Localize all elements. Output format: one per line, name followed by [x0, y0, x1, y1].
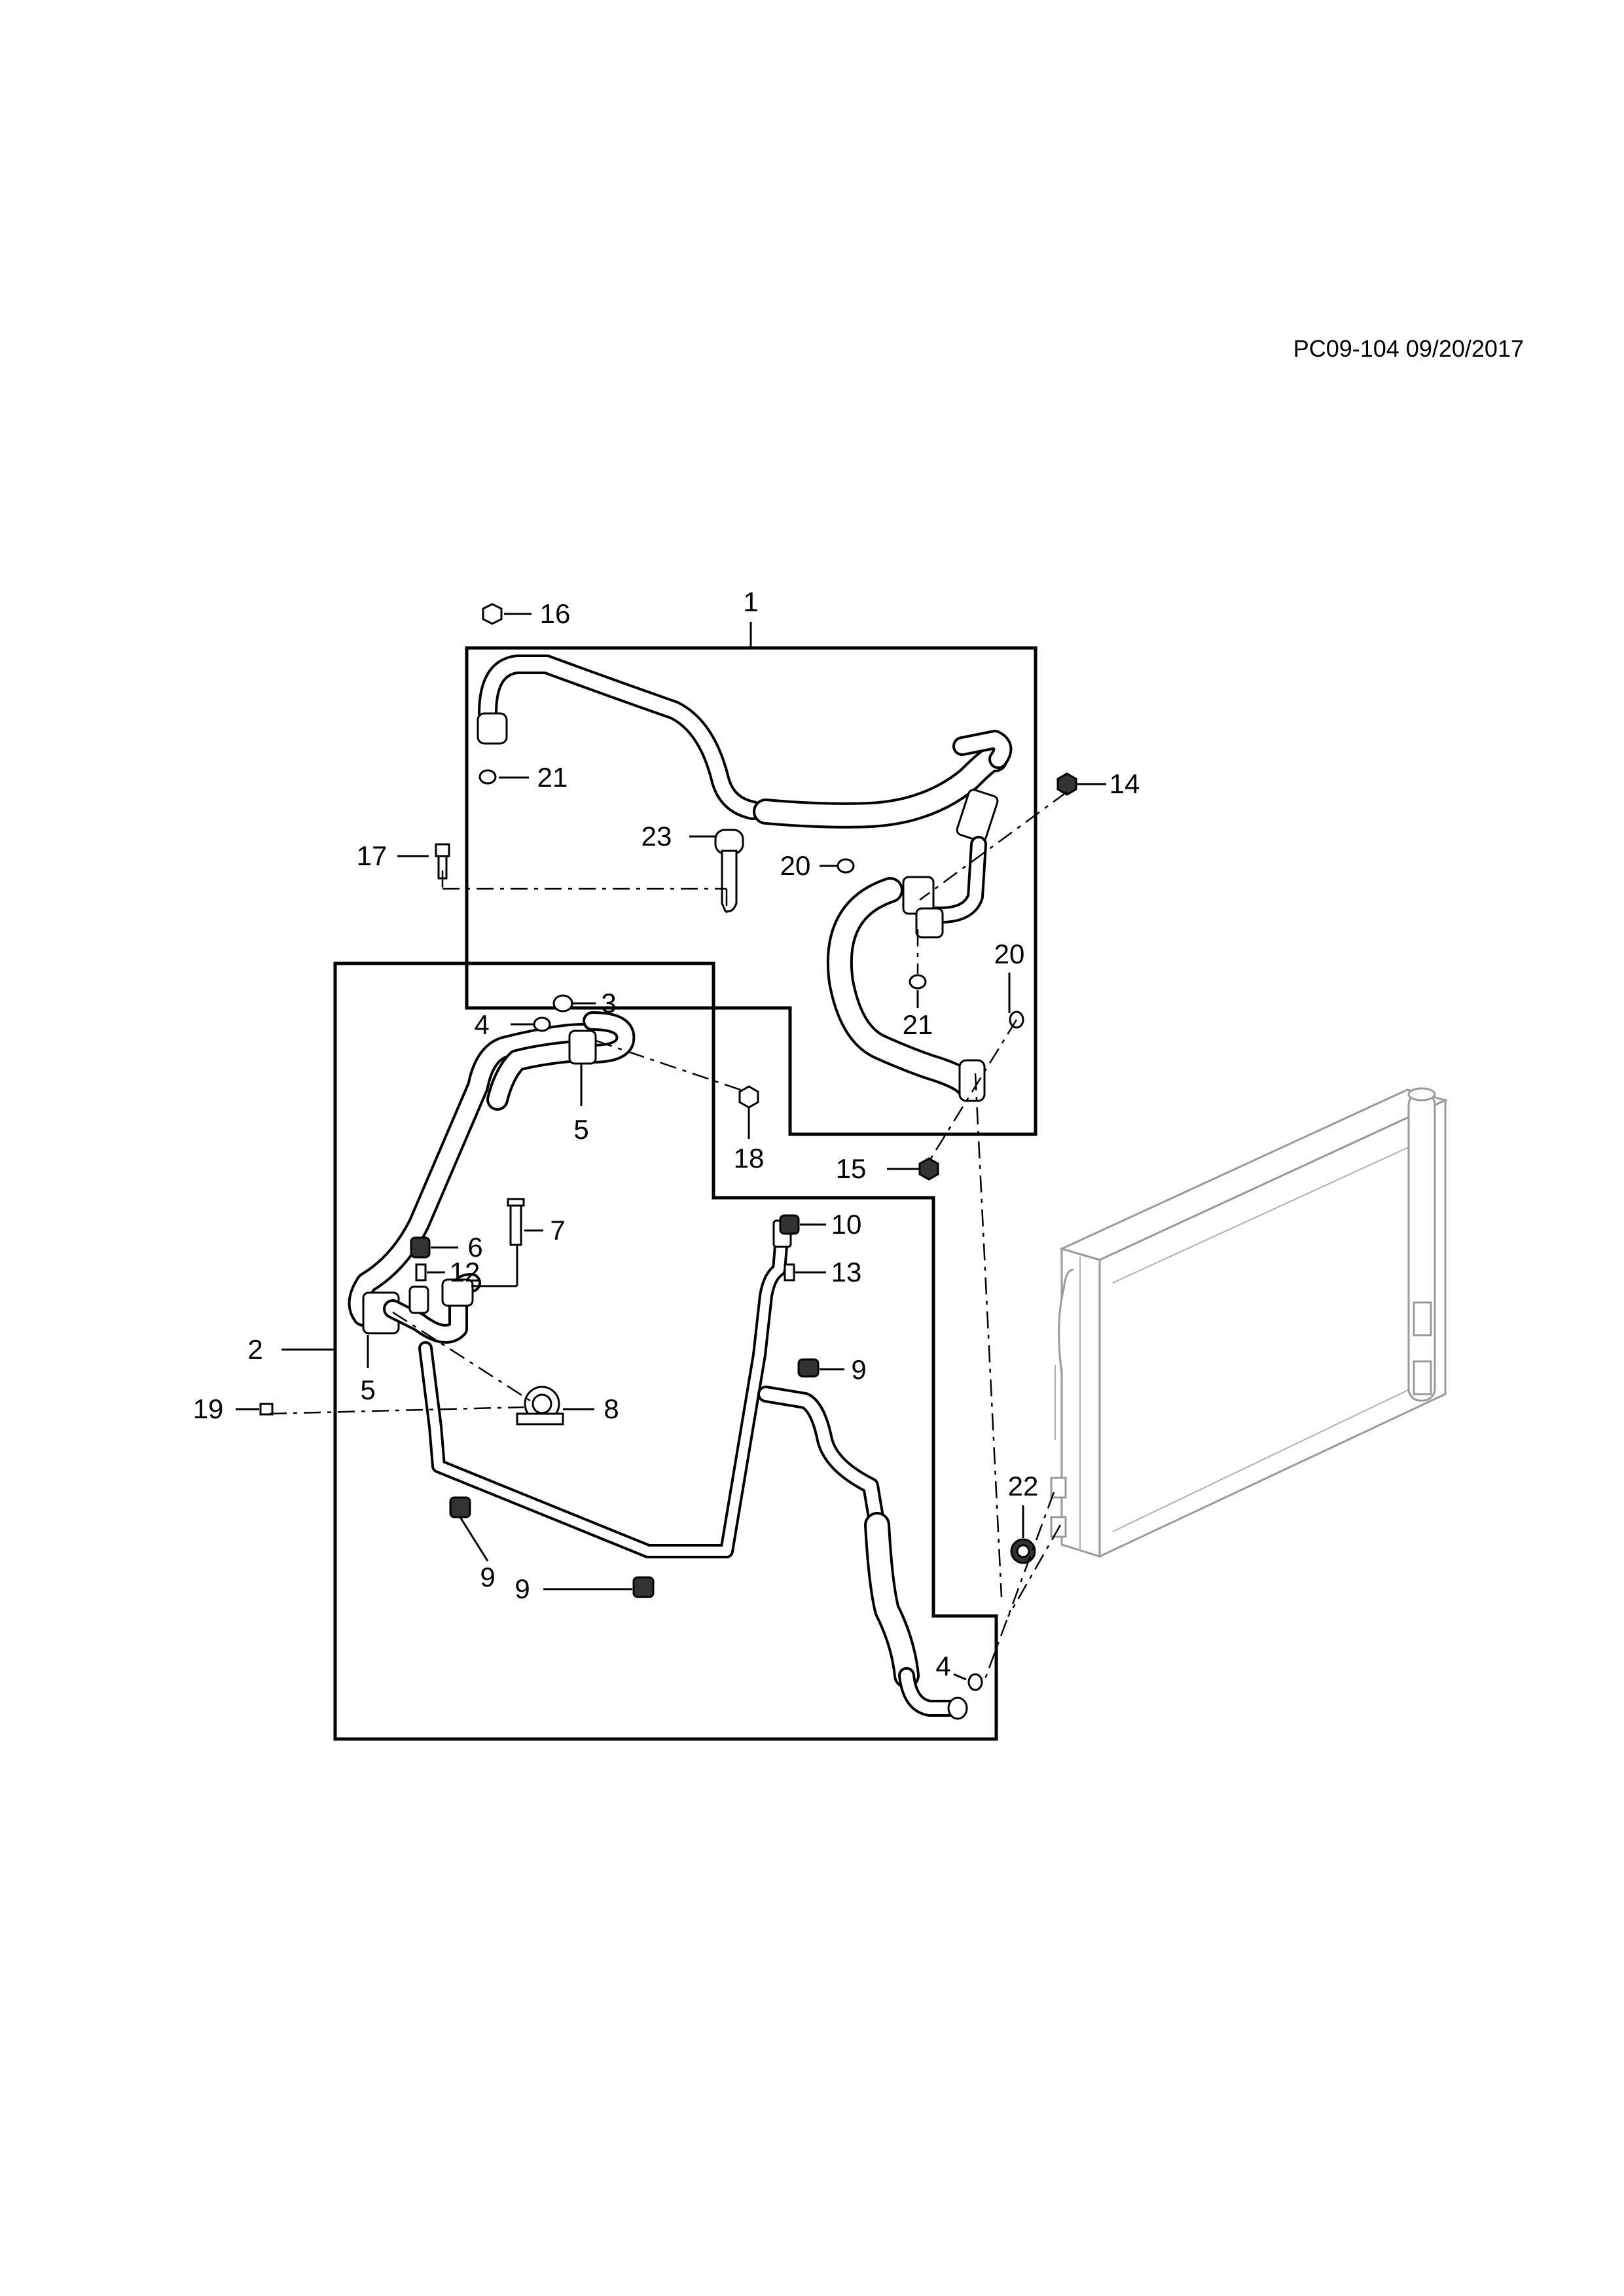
nut-15 — [918, 1157, 939, 1181]
callout-20-upper: 20 — [780, 850, 811, 881]
callout-5-upper: 5 — [573, 1114, 588, 1145]
callout-8: 8 — [604, 1393, 619, 1424]
group-1-frame — [465, 646, 1038, 1136]
callout-13: 13 — [831, 1257, 862, 1287]
callout-9-left: 9 — [480, 1562, 495, 1592]
callout-7: 7 — [550, 1215, 565, 1246]
clip-9-bottom — [632, 1576, 655, 1598]
callout-18: 18 — [734, 1143, 765, 1174]
callout-4-lower: 4 — [935, 1651, 950, 1681]
callout-14: 14 — [1110, 768, 1140, 799]
callout-15: 15 — [836, 1153, 867, 1184]
callout-16: 16 — [540, 598, 571, 629]
callout-17: 17 — [357, 840, 388, 871]
document-id-label: PC09-104 09/20/2017 — [1293, 335, 1524, 362]
condenser — [1050, 1087, 1449, 1558]
leader-lines — [236, 613, 1106, 1681]
bracket-23 — [714, 829, 744, 912]
callout-21-lower: 21 — [903, 1009, 933, 1040]
clip-9-right — [797, 1358, 820, 1378]
suction-line-assembly — [477, 655, 1013, 924]
seal-4-lower — [967, 1673, 983, 1691]
callout-1: 1 — [743, 586, 758, 617]
callout-6: 6 — [467, 1232, 482, 1263]
callout-12: 12 — [450, 1257, 480, 1287]
callout-4-upper: 4 — [474, 1009, 489, 1040]
valve-core-12 — [415, 1263, 427, 1282]
callout-21-upper: 21 — [537, 762, 568, 793]
nut-19 — [259, 1403, 274, 1416]
seal-3 — [552, 994, 573, 1013]
seal-20-upper — [837, 858, 855, 874]
nut-14 — [1056, 772, 1077, 796]
discharge-hose — [826, 876, 986, 1102]
callout-labels: 1 2 3 4 4 5 5 6 7 8 9 9 9 10 12 13 14 15… — [193, 586, 1140, 1681]
clamp-8 — [516, 1386, 564, 1426]
callout-19: 19 — [193, 1393, 224, 1424]
callout-5-lower: 5 — [360, 1374, 375, 1405]
callout-10: 10 — [831, 1209, 862, 1240]
callout-9-bottom: 9 — [514, 1573, 530, 1604]
alignment-lines — [269, 791, 1068, 1679]
callout-3: 3 — [601, 988, 616, 1018]
callout-9-right: 9 — [851, 1354, 866, 1385]
liquid-line-assembly — [348, 1011, 968, 1720]
callout-2: 2 — [247, 1334, 262, 1365]
clip-9-left — [449, 1496, 471, 1518]
valve-cap-10 — [779, 1214, 800, 1235]
fitting-22 — [1010, 1538, 1036, 1564]
bolt-17 — [435, 843, 450, 880]
valve-core-13 — [784, 1263, 795, 1282]
callout-23: 23 — [641, 821, 672, 852]
valve-cap-6 — [410, 1236, 431, 1259]
callout-22: 22 — [1008, 1471, 1039, 1501]
seal-4-upper — [533, 1016, 551, 1032]
nut-16 — [482, 603, 503, 625]
seal-21-upper — [478, 769, 497, 785]
callout-20-lower: 20 — [994, 939, 1025, 969]
stud-7 — [507, 1198, 525, 1246]
seal-21-lower — [909, 974, 927, 990]
group-2-frame — [333, 961, 998, 1741]
nut-18 — [738, 1085, 759, 1109]
